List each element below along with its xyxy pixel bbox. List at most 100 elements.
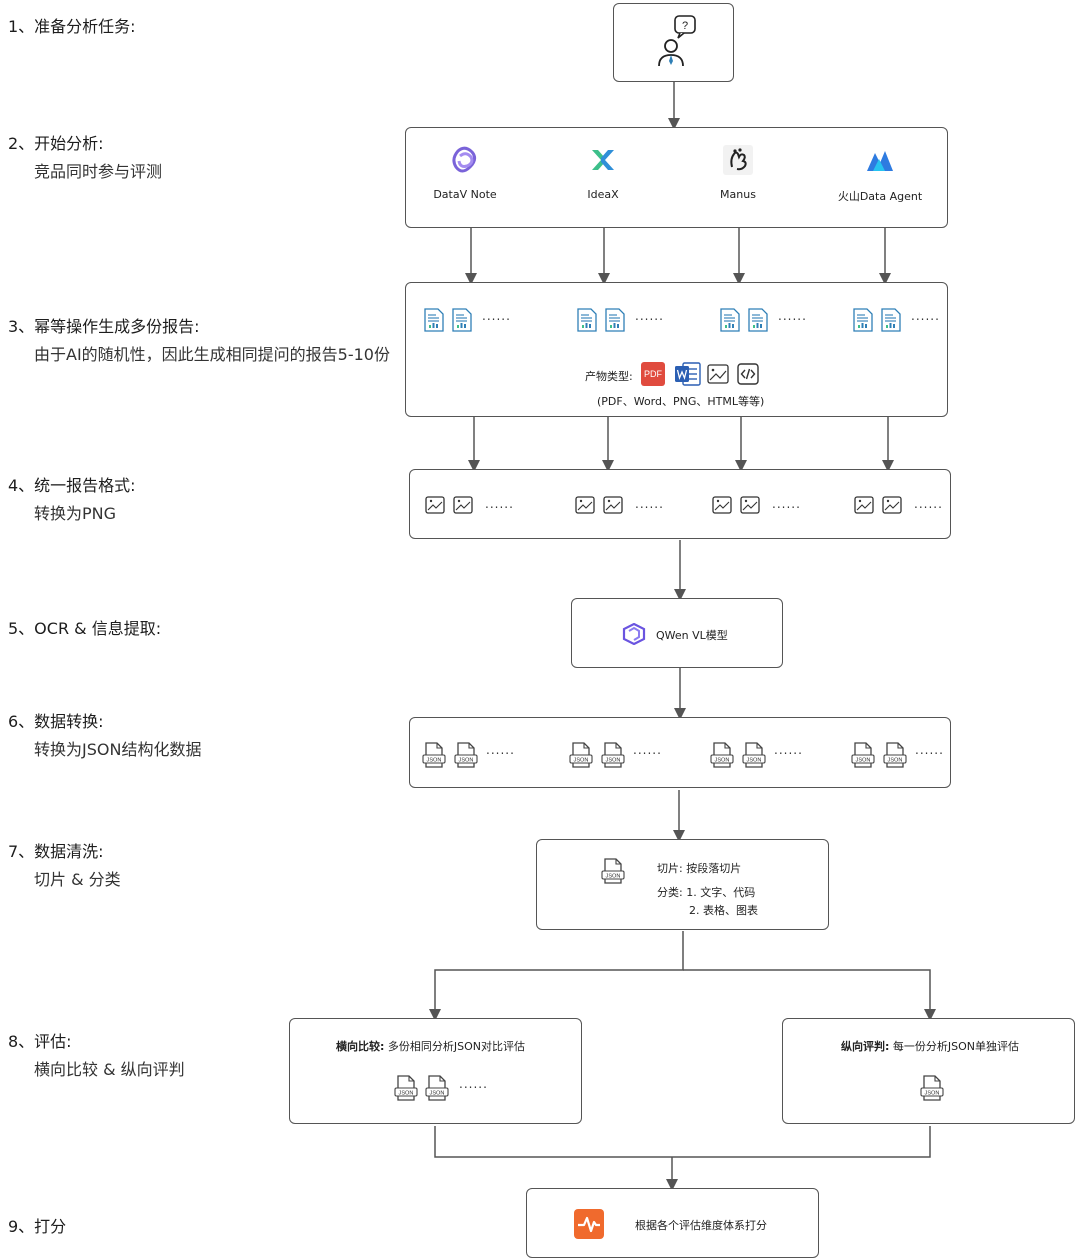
- html-code-icon: [737, 363, 759, 385]
- svg-text:JSON: JSON: [606, 758, 621, 764]
- agent-label: 火山Data Agent: [837, 190, 923, 203]
- step-title: 4、统一报告格式:: [8, 476, 136, 495]
- step-title: 3、幂等操作生成多份报告:: [8, 317, 200, 336]
- step-subtitle: 转换为PNG: [34, 504, 117, 523]
- model-name: QWen VL模型: [656, 629, 728, 642]
- report-doc-icon: [853, 308, 873, 336]
- ellipsis: ......: [486, 743, 515, 757]
- manus-icon: [723, 145, 753, 175]
- score-pulse-icon: [574, 1209, 604, 1239]
- json-file-icon: JSON: [920, 1075, 944, 1105]
- report-doc-icon: [577, 308, 597, 336]
- svg-text:JSON: JSON: [430, 1091, 445, 1097]
- cleaning-box: JSON 切片: 按段落切片 分类: 1. 文字、代码 2. 表格、图表: [536, 839, 829, 930]
- ellipsis: ......: [459, 1077, 488, 1091]
- step-5: 5、OCR & 信息提取:: [8, 618, 161, 640]
- png-image-icon: [603, 496, 623, 518]
- agent-volcano: 火山Data Agent: [820, 145, 940, 204]
- agent-ideax: IdeaX: [543, 145, 663, 201]
- png-image-icon: [882, 496, 902, 518]
- vertical-eval-title: 纵向评判:: [841, 1040, 890, 1053]
- ellipsis: ......: [485, 497, 514, 511]
- agents-box: [405, 127, 948, 228]
- step-title: 9、打分: [8, 1217, 67, 1236]
- step-6: 6、数据转换: 转换为JSON结构化数据: [8, 711, 201, 761]
- step-title: 7、数据清洗:: [8, 842, 104, 861]
- agent-label: DataV Note: [433, 188, 497, 201]
- horizontal-eval-box: 横向比较: 多份相同分析JSON对比评估 JSON JSON ......: [289, 1018, 582, 1124]
- png-image-icon: [453, 496, 473, 518]
- step-subtitle: 切片 & 分类: [34, 870, 121, 889]
- json-file-icon: JSON: [454, 742, 478, 772]
- step-title: 2、开始分析:: [8, 134, 104, 153]
- reports-box: [405, 282, 948, 417]
- step-title: 6、数据转换:: [8, 712, 104, 731]
- svg-text:JSON: JSON: [747, 758, 762, 764]
- classify-text: 分类: 1. 文字、代码: [657, 886, 756, 899]
- model-box: QWen VL模型: [571, 598, 783, 668]
- ellipsis: ......: [482, 309, 511, 323]
- ellipsis: ......: [915, 743, 944, 757]
- json-file-icon: JSON: [422, 742, 446, 772]
- step-1: 1、准备分析任务:: [8, 16, 136, 38]
- ellipsis: ......: [633, 743, 662, 757]
- step-2: 2、开始分析: 竞品同时参与评测: [8, 133, 162, 183]
- json-file-icon: JSON: [394, 1075, 418, 1105]
- datav-note-icon: [452, 146, 477, 173]
- horizontal-eval-label: 横向比较: 多份相同分析JSON对比评估: [336, 1038, 525, 1054]
- output-type-note: (PDF、Word、PNG、HTML等等): [597, 395, 765, 408]
- png-image-icon: [575, 496, 595, 518]
- svg-text:JSON: JSON: [399, 1091, 414, 1097]
- step-subtitle: 竞品同时参与评测: [34, 162, 163, 181]
- json-file-icon: JSON: [883, 742, 907, 772]
- ellipsis: ......: [914, 497, 943, 511]
- horizontal-eval-desc: 多份相同分析JSON对比评估: [387, 1040, 526, 1053]
- user-question-icon: ?: [658, 15, 696, 67]
- step-subtitle: 横向比较 & 纵向评判: [34, 1060, 185, 1079]
- step-9: 9、打分: [8, 1216, 66, 1238]
- report-doc-icon: [748, 308, 768, 336]
- report-doc-icon: [720, 308, 740, 336]
- step-7: 7、数据清洗: 切片 & 分类: [8, 841, 121, 891]
- volcano-engine-icon: [867, 151, 893, 171]
- step-title: 1、准备分析任务:: [8, 17, 136, 36]
- agent-datav-note: DataV Note: [405, 145, 525, 201]
- step-title: 8、评估:: [8, 1032, 72, 1051]
- image-icon: [707, 364, 729, 384]
- ellipsis: ......: [635, 309, 664, 323]
- ellipsis: ......: [774, 743, 803, 757]
- ellipsis: ......: [635, 497, 664, 511]
- vertical-eval-label: 纵向评判: 每一份分析JSON单独评估: [841, 1038, 1019, 1054]
- step-4: 4、统一报告格式: 转换为PNG: [8, 475, 136, 525]
- png-image-icon: [712, 496, 732, 518]
- output-type-label: 产物类型:: [585, 370, 633, 383]
- svg-text:JSON: JSON: [856, 758, 871, 764]
- qwen-icon: [622, 623, 646, 645]
- agent-label: Manus: [720, 188, 756, 201]
- agent-manus: Manus: [678, 145, 798, 201]
- pdf-icon: PDF: [641, 362, 665, 386]
- ellipsis: ......: [911, 309, 940, 323]
- report-doc-icon: [881, 308, 901, 336]
- png-image-icon: [425, 496, 445, 518]
- svg-text:JSON: JSON: [459, 758, 474, 764]
- svg-text:JSON: JSON: [715, 758, 730, 764]
- json-file-icon: JSON: [742, 742, 766, 772]
- svg-text:JSON: JSON: [427, 758, 442, 764]
- step-subtitle: 由于AI的随机性，因此生成相同提问的报告5-10份: [34, 345, 390, 364]
- agent-label: IdeaX: [587, 188, 619, 201]
- vertical-eval-box: 纵向评判: 每一份分析JSON单独评估 JSON: [782, 1018, 1075, 1124]
- svg-text:JSON: JSON: [606, 874, 621, 880]
- horizontal-eval-title: 横向比较:: [336, 1040, 385, 1053]
- png-image-icon: [854, 496, 874, 518]
- report-doc-icon: [605, 308, 625, 336]
- svg-text:?: ?: [682, 20, 688, 32]
- vertical-eval-desc: 每一份分析JSON单独评估: [892, 1040, 1020, 1053]
- ellipsis: ......: [772, 497, 801, 511]
- json-file-icon: JSON: [851, 742, 875, 772]
- svg-text:JSON: JSON: [888, 758, 903, 764]
- step-subtitle: 转换为JSON结构化数据: [34, 740, 202, 759]
- score-text: 根据各个评估维度体系打分: [635, 1219, 767, 1232]
- svg-text:JSON: JSON: [574, 758, 589, 764]
